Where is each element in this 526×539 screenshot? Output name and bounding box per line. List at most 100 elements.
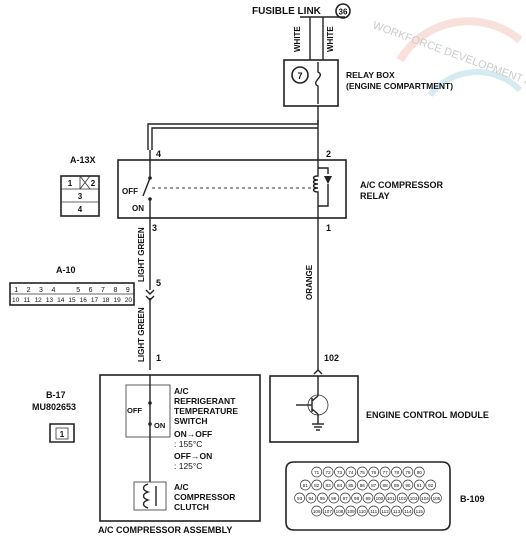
b109-pin-number: 74	[348, 470, 354, 475]
switch-title-1: A/C	[174, 386, 189, 396]
b109-pin	[391, 466, 402, 478]
b109-pin-number: 87	[371, 483, 377, 488]
b109-pin-number: 113	[393, 509, 401, 514]
transistor-collector	[311, 395, 319, 402]
ecm-pin-mark	[313, 369, 323, 375]
relay-box-sublabel: (ENGINE COMPARTMENT)	[346, 81, 453, 91]
b109-pin-number: 107	[324, 509, 332, 514]
relay-coil	[312, 160, 319, 218]
relay-pin-1: 1	[326, 223, 331, 233]
a10-cell: 10	[12, 297, 20, 304]
switch-off-label: OFF	[127, 406, 142, 415]
b109-pin-number: 80	[417, 470, 423, 475]
switch-title-3: TEMPERATURE	[174, 406, 238, 416]
b109-pin-number: 84	[337, 483, 343, 488]
a10-cell: 15	[68, 297, 76, 304]
temperature-switch-box	[125, 384, 171, 438]
b109-pin-number: 86	[360, 483, 366, 488]
b109-pin	[356, 466, 368, 478]
a10-cell: 7	[101, 287, 105, 294]
b17-pin-box	[55, 427, 69, 440]
clutch-title-1: A/C	[174, 482, 189, 492]
b109-pin-number: 89	[394, 483, 400, 488]
a10-cell: 19	[113, 297, 121, 304]
relay-on-label: ON	[132, 204, 144, 213]
a13x-label: A-13X	[70, 155, 96, 165]
b109-pin-number: 97	[343, 496, 349, 501]
b109-pin	[334, 466, 345, 478]
fusible-link-label: FUSIBLE LINK	[252, 6, 322, 17]
a13x-cell-2: 2	[91, 179, 96, 188]
b109-pin-number: 101	[387, 496, 395, 501]
b109-pin	[368, 466, 380, 478]
fusible-link-badge	[335, 3, 351, 19]
white-wire-right-label: WHITE	[326, 26, 335, 52]
engine-control-module-box	[269, 375, 359, 443]
b109-pin-number: 79	[405, 470, 411, 475]
b109-pin-number: 73	[337, 470, 343, 475]
clutch-title-2: COMPRESSOR	[174, 492, 235, 502]
b109-pin	[419, 492, 431, 504]
light-green-label-lower: LIGHT GREEN	[137, 307, 146, 362]
ecm-pin-label: 102	[324, 353, 339, 363]
b109-pin-number: 72	[326, 470, 332, 475]
b109-pin-number: 93	[297, 496, 303, 501]
b109-pin	[379, 479, 391, 491]
b109-pin-number: 110	[359, 509, 367, 514]
wire-fuse-to-relay-pin4	[147, 120, 319, 150]
b109-pin-number: 77	[383, 470, 389, 475]
ac-compressor-relay	[117, 159, 347, 219]
b109-pin-number: 71	[314, 470, 320, 475]
fuse-symbol	[315, 62, 321, 104]
b109-pin	[431, 492, 442, 504]
b109-pin	[391, 505, 402, 517]
a10-cell: 1	[14, 287, 18, 294]
b109-pin	[408, 492, 419, 504]
switch-spec-on-off-temp: : 155°C	[174, 439, 202, 449]
light-green-label-upper: LIGHT GREEN	[137, 227, 146, 282]
b109-pin	[345, 466, 357, 478]
b109-pin-number: 104	[421, 496, 429, 501]
relay-switch-pivot	[148, 176, 152, 180]
b109-pin	[379, 466, 391, 478]
b109-pin-number: 103	[410, 496, 418, 501]
b109-pin	[311, 479, 323, 491]
a10-cell: 13	[46, 297, 54, 304]
relay-diode-return	[318, 184, 329, 207]
relay-diode	[324, 176, 332, 184]
b109-pin	[413, 505, 425, 517]
b109-pin-number: 109	[347, 509, 355, 514]
a13x-cell-4: 4	[78, 205, 83, 214]
b109-pin	[379, 505, 391, 517]
switch-title-4: SWITCH	[174, 416, 208, 426]
b109-pin	[328, 492, 340, 504]
a10-cell: 8	[113, 287, 117, 294]
b109-pin-number: 115	[416, 509, 424, 514]
clutch-coil	[142, 483, 151, 509]
switch-spec-off-on: OFF→ON	[174, 451, 212, 461]
b109-pin-number: 90	[405, 483, 411, 488]
b109-pin	[368, 505, 380, 517]
b109-pin-number: 82	[314, 483, 320, 488]
b109-pin-number: 111	[370, 509, 377, 514]
switch-title-2: REFRIGERANT	[174, 396, 236, 406]
b109-pin	[322, 466, 334, 478]
a13x-cell-1: 1	[68, 179, 73, 188]
a10-cell: 2	[27, 287, 31, 294]
switch-spec-off-on-temp: : 125°C	[174, 461, 202, 471]
a10-connector-mark-bottom	[145, 295, 155, 301]
asm-pin-label: 1	[156, 353, 161, 363]
switch-spec-on-off: ON→OFF	[174, 429, 212, 439]
b109-pin-number: 88	[383, 483, 389, 488]
assembly-label: A/C COMPRESSOR ASSEMBLY	[98, 525, 232, 535]
b109-pin-number: 94	[308, 496, 314, 501]
relay-box-fuse	[283, 59, 339, 107]
b109-pin-number: 100	[376, 496, 384, 501]
b109-pin	[402, 479, 414, 491]
b109-pin	[334, 505, 345, 517]
b109-pin-number: 83	[326, 483, 332, 488]
b109-pin	[345, 505, 357, 517]
